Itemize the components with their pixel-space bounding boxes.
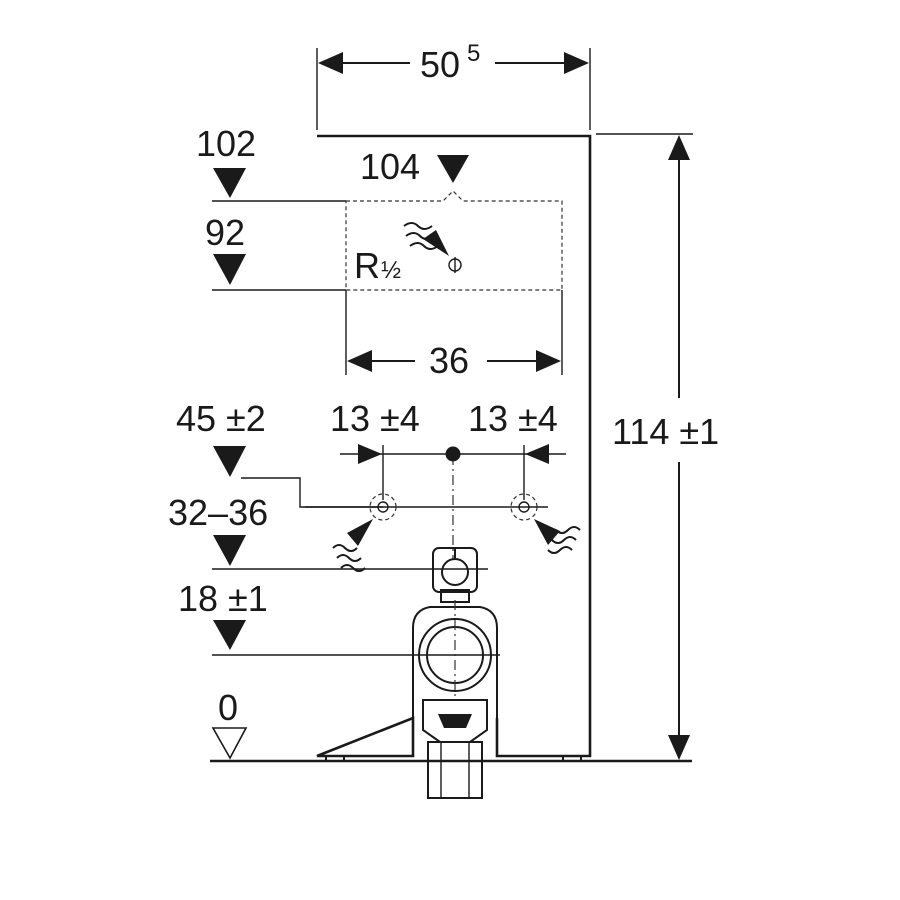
level-18: 18 ±1 bbox=[178, 578, 412, 656]
width-value: 50 bbox=[420, 44, 460, 85]
width-dimension: 50 5 bbox=[316, 40, 591, 130]
level-32-36: 32–36 bbox=[168, 492, 412, 570]
connection-width-value: 36 bbox=[429, 340, 469, 381]
offset-right-label: 13 ±4 bbox=[468, 398, 558, 439]
level-marker-icon bbox=[211, 727, 248, 760]
level-45-label: 45 ±2 bbox=[176, 398, 266, 439]
level-0-label: 0 bbox=[218, 687, 238, 728]
drain-pipe-icon bbox=[412, 547, 500, 799]
level-104: 104 bbox=[360, 146, 469, 187]
level-102-label: 102 bbox=[196, 123, 256, 164]
thread-size-label: R bbox=[354, 245, 380, 286]
level-0: 0 bbox=[211, 687, 248, 760]
water-supply-left-icon bbox=[332, 519, 373, 572]
level-18-label: 18 ±1 bbox=[178, 578, 268, 619]
offset-dimensions: 13 ±4 13 ±4 bbox=[305, 398, 566, 508]
level-102: 102 bbox=[196, 123, 346, 202]
level-marker-icon bbox=[213, 535, 246, 566]
valve-left-icon bbox=[369, 493, 397, 521]
level-marker-icon bbox=[213, 168, 246, 198]
supply-zone-outline bbox=[345, 190, 563, 291]
level-92-label: 92 bbox=[205, 212, 245, 253]
level-marker-icon bbox=[213, 254, 246, 285]
thread-size-fraction: ½ bbox=[381, 257, 401, 284]
height-value: 114 ±1 bbox=[612, 411, 719, 452]
height-dimension: 114 ±1 bbox=[596, 133, 719, 760]
level-32-36-label: 32–36 bbox=[168, 492, 268, 533]
width-superscript: 5 bbox=[467, 40, 480, 67]
water-supply-right-icon bbox=[534, 519, 581, 554]
level-marker-icon bbox=[213, 620, 246, 650]
connection-width-dimension: 36 bbox=[345, 290, 563, 381]
level-104-label: 104 bbox=[360, 146, 420, 187]
water-supply-icon bbox=[403, 222, 449, 256]
offset-left-label: 13 ±4 bbox=[330, 398, 420, 439]
valve-right-icon bbox=[510, 493, 538, 521]
water-valve-icon bbox=[448, 257, 462, 273]
level-marker-icon bbox=[213, 446, 246, 477]
level-marker-icon bbox=[437, 155, 469, 183]
level-92: 92 bbox=[205, 212, 346, 291]
